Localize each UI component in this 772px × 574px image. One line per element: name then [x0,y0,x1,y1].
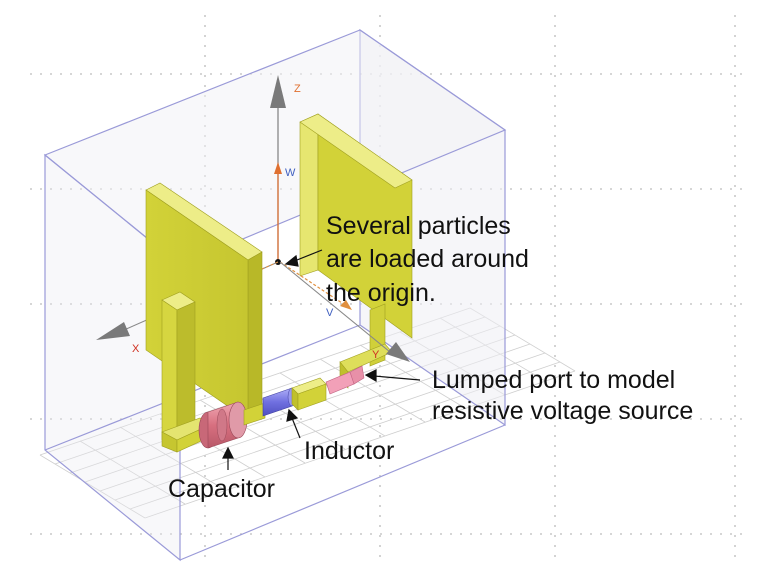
particles-annotation-line1: Several particles [326,212,511,240]
w-axis-label: W [285,167,296,179]
x-axis-label: X [132,343,140,355]
particles-annotation-line2: are loaded around [326,245,529,273]
z-axis-label: Z [294,83,301,95]
back-plate [299,113,413,339]
y-axis: Y [279,261,410,362]
rail-segment-2 [291,377,327,411]
v-axis-label: V [326,307,334,319]
w-axis: W [274,162,296,262]
capacitor-annotation: Capacitor [168,475,275,503]
rail-segment-1 [243,402,266,426]
particles-annotation-line3: the origin. [326,279,436,307]
inductor-annotation: Inductor [304,437,395,465]
bounding-box [43,28,507,562]
front-leg [161,291,196,449]
port-annotation-line1: Lumped port to model [432,366,676,394]
v-axis: V [279,261,352,319]
y-axis-label: Y [372,349,380,361]
capacitor-element [198,401,248,449]
callout-arrows [222,249,421,470]
port-annotation-line2: resistive voltage source [432,397,694,425]
lumped-port-element [325,365,365,395]
